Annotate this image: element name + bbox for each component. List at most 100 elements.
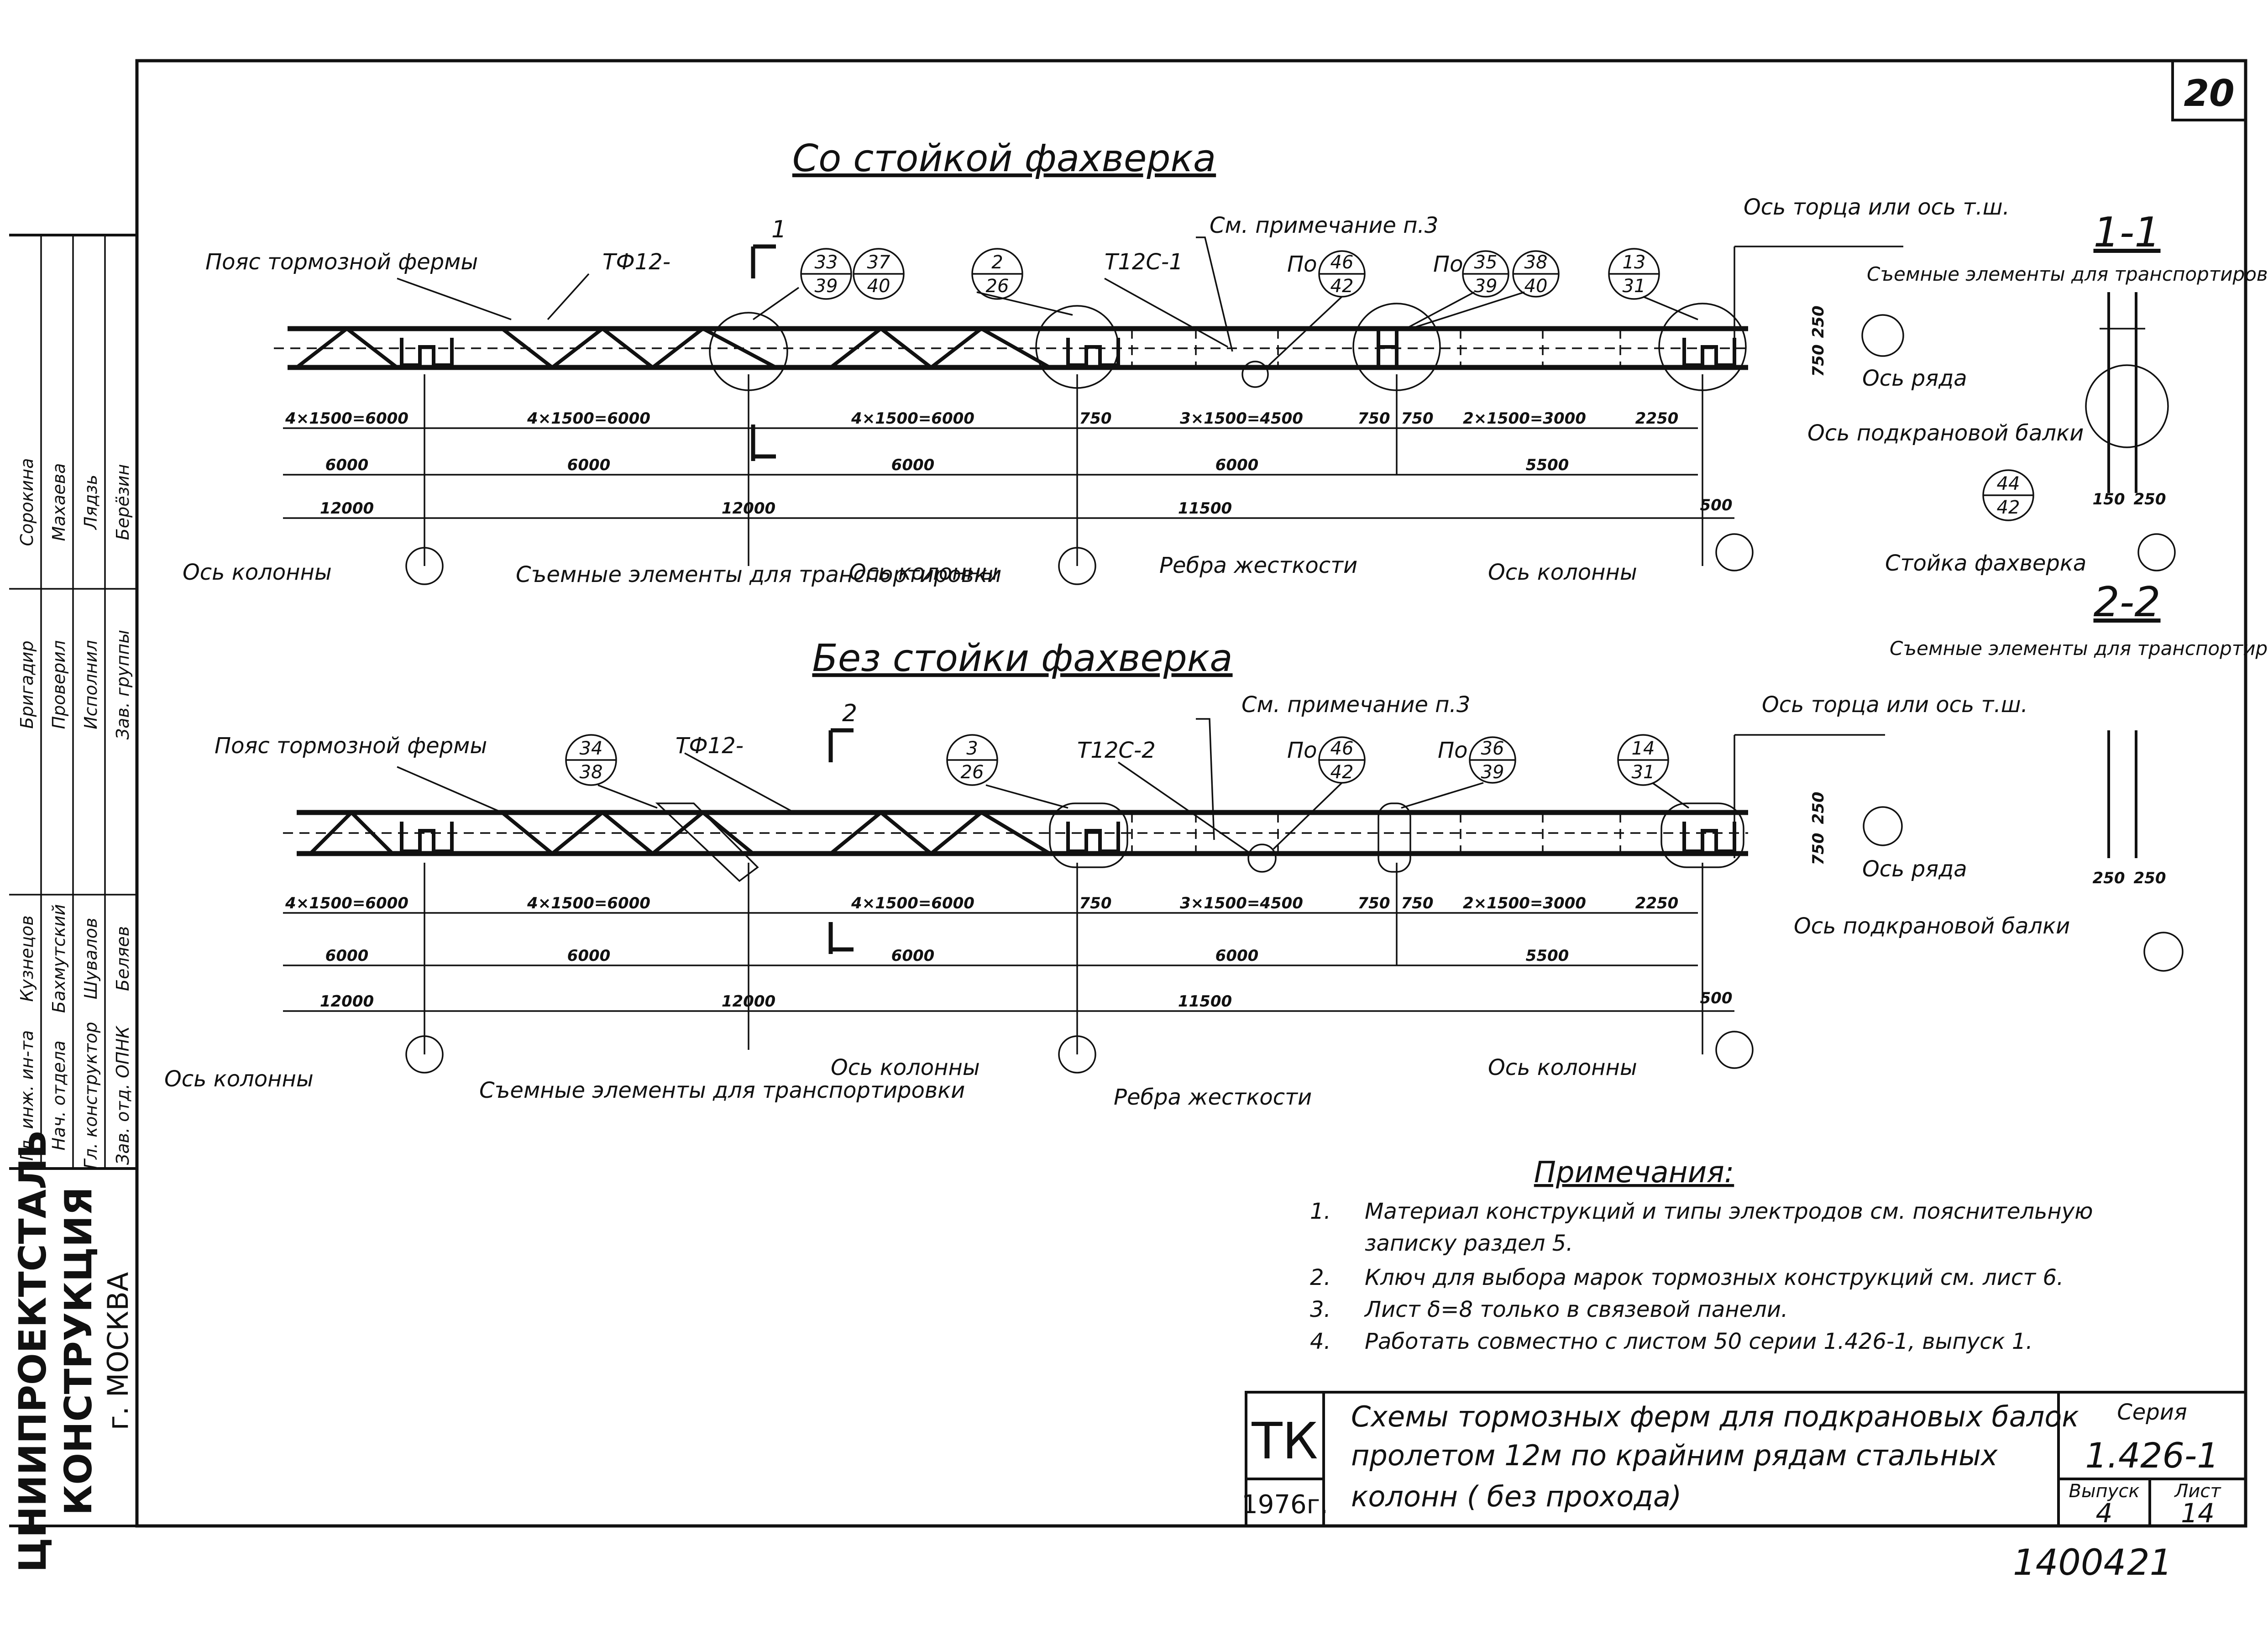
dim-label: 3×1500=4500 xyxy=(1180,409,1303,428)
chord-label: Пояс тормозной фермы xyxy=(215,733,487,759)
stamp-name: Махаева xyxy=(49,463,69,541)
po-label: По xyxy=(1287,252,1317,277)
dim-label: 6000 xyxy=(567,456,611,474)
dim-label: 750 xyxy=(1401,409,1434,428)
dim-label: 4×1500=6000 xyxy=(527,409,650,428)
truss-label: ТФ12- xyxy=(602,249,670,275)
dim-label: 250 xyxy=(2134,490,2166,508)
archive-number: 14004 xyxy=(2013,1542,2126,1583)
chord-label: Пояс тормозной фермы xyxy=(205,249,478,275)
stamp-role: Исполнил xyxy=(81,640,101,729)
sheet-value: 14 xyxy=(2181,1498,2215,1529)
top-view: Со стойкой фахверка 3 xyxy=(183,137,2084,587)
callout-top: 3 xyxy=(966,738,978,759)
callout-bottom: 40 xyxy=(867,276,890,297)
tk-label: ТК xyxy=(1251,1412,1318,1470)
callout-bottom: 31 xyxy=(1623,276,1646,297)
note-text: Лист δ=8 только в связевой панели. xyxy=(1364,1297,1788,1322)
dim-label: 4×1500=6000 xyxy=(851,894,974,912)
sheet-number: 20 xyxy=(2184,72,2234,115)
top-view-title: Со стойкой фахверка xyxy=(792,137,1216,180)
stamp-role: Зав. группы xyxy=(113,630,133,739)
removable-label: Съемные элементы для транспортировки xyxy=(1867,263,2268,285)
callout-top: 14 xyxy=(1632,738,1655,759)
issue-value: 4 xyxy=(2096,1498,2113,1529)
column-axis-label: Ось колонны xyxy=(1488,560,1637,585)
dim-label: 250 xyxy=(2134,869,2166,887)
title-block: ТК 1976г. Схемы тормозных ферм для подкр… xyxy=(1241,1391,2247,1529)
callout-top: 46 xyxy=(1330,738,1354,759)
stamp-city: г. МОСКВА xyxy=(101,1272,135,1431)
row-axis-label: Ось ряда xyxy=(1862,856,1967,882)
row-axis-label: Ось ряда xyxy=(1862,366,1967,391)
dim-label: 6000 xyxy=(567,947,611,965)
column-axis-label: Ось колонны xyxy=(183,560,332,585)
issue-label: Выпуск xyxy=(2069,1481,2140,1502)
stamp-role: Проверил xyxy=(49,640,69,729)
stamp-role: Бригадир xyxy=(17,640,37,729)
dim-label: 12000 xyxy=(722,992,775,1011)
dim-label: 6000 xyxy=(891,456,935,474)
stamp-name: Бахмутский xyxy=(49,904,69,1013)
crane-axis-label: Ось подкрановой балки xyxy=(1807,420,2084,446)
callout-top: 13 xyxy=(1623,252,1646,273)
drawing-title: колонн ( без прохода) xyxy=(1351,1480,1681,1513)
callout-bottom: 39 xyxy=(1481,762,1504,783)
stamp-name: Кузнецов xyxy=(17,915,37,1001)
section-title: 2-2 xyxy=(2094,578,2161,626)
stamp-role: Гл. конструктор xyxy=(81,1022,101,1169)
column-axis-label: Ось колонны xyxy=(849,560,998,585)
dim-label: 250 xyxy=(1809,792,1828,824)
callout-bottom: 39 xyxy=(815,276,838,297)
callout-bottom: 40 xyxy=(1524,276,1548,297)
beam-label: Т12С-2 xyxy=(1077,738,1156,763)
dim-label: 250 xyxy=(2093,869,2125,887)
note-number: 4. xyxy=(1310,1329,1331,1354)
dim-label: 2×1500=3000 xyxy=(1463,409,1586,428)
dim-label: 11500 xyxy=(1178,499,1232,518)
stamp-name: Сорокина xyxy=(17,458,37,546)
removable-label: Съемные элементы для транспортировки xyxy=(516,562,1001,587)
dim-label: 6000 xyxy=(325,456,369,474)
dim-label: 750 xyxy=(1079,894,1112,912)
dim-label: 750 xyxy=(1809,833,1828,865)
removable-label: Съемные элементы для транспортировки xyxy=(479,1078,965,1103)
dim-label: 750 xyxy=(1809,345,1828,377)
bottom-view-title: Без стойки фахверка xyxy=(812,637,1232,680)
section-1-1: 1-1 44 42 Съемные элементы для транспорт… xyxy=(1867,209,2268,576)
stamp-name: Шувалов xyxy=(81,918,101,1000)
dim-label: 6000 xyxy=(1215,947,1259,965)
dim-label: 6000 xyxy=(891,947,935,965)
note-text: Работать совместно с листом 50 серии 1.4… xyxy=(1365,1329,2033,1354)
note-text: Материал конструкций и типы электродов с… xyxy=(1365,1199,2093,1224)
column-axis-label: Ось колонны xyxy=(164,1066,314,1092)
po-label: По xyxy=(1438,738,1467,763)
dim-label: 12000 xyxy=(320,499,374,518)
truss-label: ТФ12- xyxy=(676,733,744,759)
stamp-role: Гл. инж. ин-та xyxy=(17,1030,37,1161)
dim-label: 2×1500=3000 xyxy=(1463,894,1586,912)
dim-label: 6000 xyxy=(1215,456,1259,474)
series-value: 1.426-1 xyxy=(2085,1435,2219,1476)
callout-top: 2 xyxy=(991,252,1003,273)
stamp-role: Нач. отдела xyxy=(49,1040,69,1150)
dim-label: 2250 xyxy=(1635,894,1679,912)
dim-label: 12000 xyxy=(320,992,374,1011)
callout-bottom: 26 xyxy=(961,762,984,783)
dim-label: 750 xyxy=(1079,409,1112,428)
dim-label: 3×1500=4500 xyxy=(1180,894,1303,912)
drawing-title: пролетом 12м по крайним рядам стальных xyxy=(1351,1439,1998,1472)
dim-label: 500 xyxy=(1700,496,1733,514)
dim-label: 4×1500=6000 xyxy=(851,409,974,428)
callout-top: 36 xyxy=(1481,738,1504,759)
callout-bottom: 26 xyxy=(986,276,1009,297)
stamp-org: КОНСТРУКЦИЯ xyxy=(57,1187,100,1515)
stamp-name: Берёзин xyxy=(113,464,133,540)
dim-label: 12000 xyxy=(722,499,775,518)
callout-bottom: 42 xyxy=(1997,497,2020,518)
callout-bottom: 31 xyxy=(1632,762,1655,783)
dim-label: 4×1500=6000 xyxy=(285,409,409,428)
bottom-view: Без стойки фахверка 34 38 3 26 xyxy=(164,637,2070,1110)
dim-label: 4×1500=6000 xyxy=(527,894,650,912)
note-ref: См. примечание п.3 xyxy=(1241,692,1470,718)
